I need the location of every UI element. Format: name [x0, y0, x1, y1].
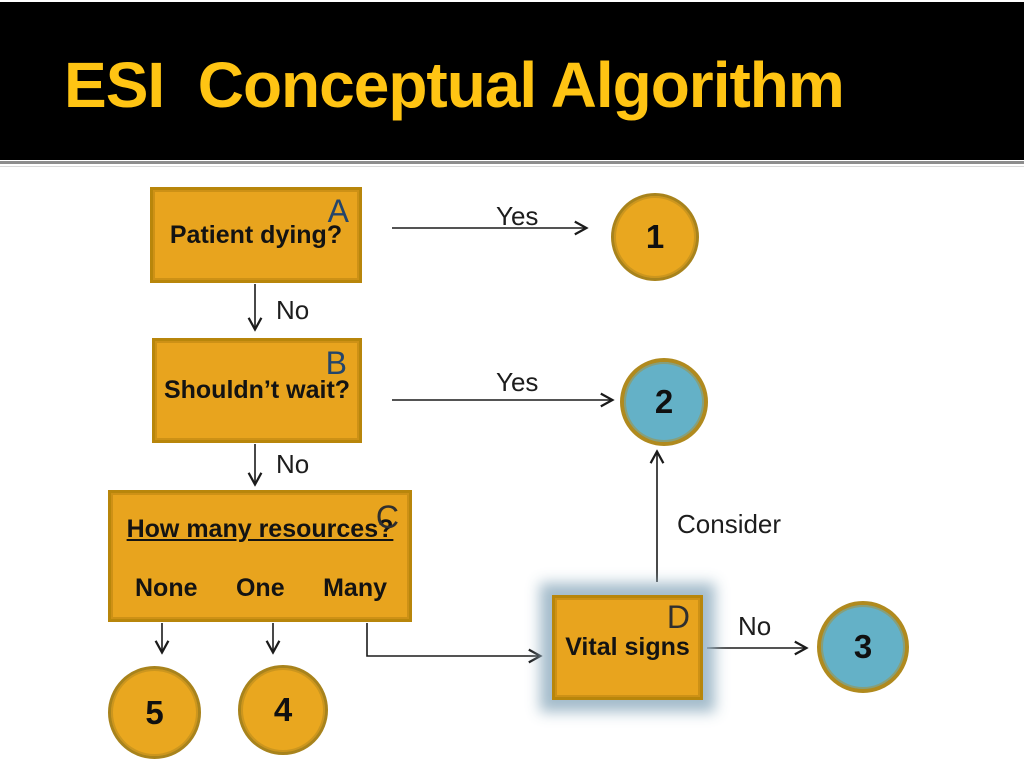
box-label-b: B	[325, 345, 347, 381]
arrow-many-to-d	[366, 623, 540, 656]
box-label-c: C	[375, 499, 399, 535]
edge-label-consider: Consider	[677, 509, 782, 539]
box-c-title: How many resources?	[126, 515, 394, 543]
decision-box-how-many-resources: C How many resources? None One Many	[108, 490, 412, 622]
decision-box-shouldnt-wait: B Shouldn’t wait?	[152, 338, 362, 443]
page-title: ESI Conceptual Algorithm	[64, 49, 845, 121]
header-separator	[0, 161, 1024, 164]
box-d-text: Vital signs	[565, 633, 690, 661]
esi-level-1-circle: 1	[611, 193, 699, 281]
decision-box-vital-signs: D Vital signs	[552, 595, 703, 700]
edge-label-yes-a1: Yes	[496, 201, 539, 231]
option-none: None	[135, 574, 198, 602]
box-label-d: D	[666, 599, 690, 635]
box-b-text: Shouldn’t wait?	[163, 376, 351, 404]
esi-level-4-circle: 4	[238, 665, 328, 755]
header-band	[0, 2, 1024, 160]
box-label-a: A	[327, 193, 349, 229]
edge-label-no-d3: No	[738, 611, 772, 641]
box-c-options: None One Many	[111, 574, 409, 603]
edge-label-yes-b2: Yes	[496, 367, 539, 397]
box-a-text: Patient dying?	[169, 220, 343, 249]
option-one: One	[235, 574, 285, 602]
decision-box-patient-dying: A Patient dying?	[150, 187, 362, 283]
edge-label-no-bc: No	[276, 449, 310, 479]
esi-level-2-circle: 2	[620, 358, 708, 446]
header-separator-highlight	[0, 166, 1024, 167]
esi-level-5-circle: 5	[108, 666, 201, 759]
option-many: Many	[323, 574, 387, 602]
esi-level-3-circle: 3	[817, 601, 909, 693]
edge-label-no-ab: No	[276, 295, 310, 325]
